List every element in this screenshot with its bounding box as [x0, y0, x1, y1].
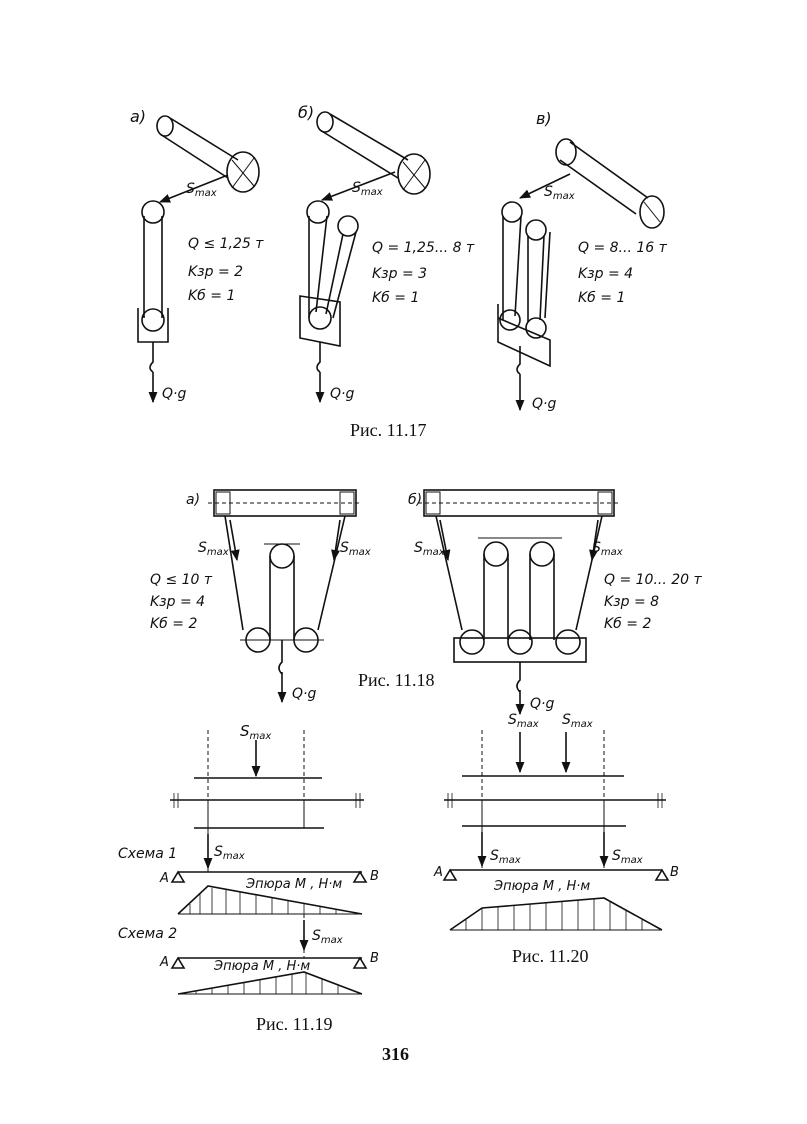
fig-11-17-a: а) Smax Q·g Q ≤ 1,25 т Kзр = 2 Kб = 1: [130, 107, 264, 404]
moment-diagram: [177, 885, 363, 915]
force-label: Smax: [352, 180, 383, 198]
force-label-left: Smax: [490, 848, 521, 866]
top-force-label-2: Smax: [562, 712, 593, 730]
scheme-1: Схема 1 Smax A B Эпюра M , Н·м: [118, 834, 379, 915]
param-kzr: Kзр = 4: [150, 594, 205, 610]
load-label: Q·g: [330, 386, 354, 402]
support-a: A: [433, 865, 443, 880]
param-q: Q = 10... 20 т: [604, 572, 703, 588]
figure-caption: Рис. 11.17: [350, 420, 426, 440]
load-label: Q·g: [162, 386, 186, 402]
support-b: B: [670, 865, 679, 880]
figure-11-19: Smax Схема 1 Smax A B Эпюра M , Н·м: [118, 722, 379, 1034]
load-label: Q·g: [530, 696, 554, 712]
figure-caption: Рис. 11.19: [256, 1014, 332, 1034]
figure-caption: Рис. 11.18: [358, 670, 434, 690]
param-kb: Kб = 1: [578, 290, 625, 306]
load-label: Q·g: [292, 686, 316, 702]
panel-label: а): [130, 107, 146, 126]
upper-pulley: [141, 200, 165, 224]
equalizer-pulley: [269, 543, 295, 569]
param-kzr: Kзр = 4: [578, 266, 633, 282]
top-force-label: Smax: [240, 722, 271, 742]
param-kb: Kб = 2: [150, 616, 197, 632]
fig-11-18-b: б) Smax Smax Q·g Q = 10... 20: [408, 489, 703, 716]
support-a: A: [159, 955, 169, 970]
panel-label: б): [408, 492, 422, 508]
scheme-label: Схема 2: [118, 926, 177, 942]
lower-pulley: [141, 308, 165, 332]
drum: [555, 138, 665, 229]
param-kzr: Kзр = 3: [372, 266, 427, 282]
param-kb: Kб = 2: [604, 616, 651, 632]
fig-11-18-a: а) Smax Smax Q·g Q ≤ 10 т Kзр = 4 Kб = 2: [150, 489, 371, 704]
force-label-right: Smax: [592, 540, 623, 558]
support-b: B: [370, 951, 379, 966]
force-label: Smax: [312, 928, 343, 946]
figure-11-17: а) Smax Q·g Q ≤ 1,25 т Kзр = 2 Kб = 1: [130, 103, 668, 440]
panel-label: б): [298, 103, 314, 122]
force-label: Smax: [186, 181, 217, 199]
force-label-left: Smax: [198, 540, 229, 558]
force-label: Smax: [214, 844, 245, 862]
figure-11-18: а) Smax Smax Q·g Q ≤ 10 т Kзр = 4 Kб = 2: [150, 489, 703, 716]
param-kb: Kб = 1: [188, 288, 235, 304]
force-label-right: Smax: [612, 848, 643, 866]
force-label: Smax: [544, 184, 575, 202]
diagram-label: Эпюра M , Н·м: [213, 959, 310, 974]
param-q: Q = 8... 16 т: [578, 240, 668, 256]
page-number: 316: [382, 1044, 409, 1064]
support-a: A: [159, 871, 169, 886]
force-label-right: Smax: [340, 540, 371, 558]
param-kb: Kб = 1: [372, 290, 419, 306]
fig-11-17-b: б) Smax Q·g Q = 1,25... 8 т Kзр = 3: [298, 103, 475, 404]
force-label-left: Smax: [414, 540, 445, 558]
panel-label: а): [186, 492, 200, 508]
diagram-label: Эпюра M , Н·м: [245, 877, 342, 892]
param-q: Q = 1,25... 8 т: [372, 240, 475, 256]
param-kzr: Kзр = 8: [604, 594, 659, 610]
param-kzr: Kзр = 2: [188, 264, 243, 280]
scheme-label: Схема 1: [118, 846, 177, 862]
load-label: Q·g: [532, 396, 556, 412]
top-force-label-1: Smax: [508, 712, 539, 730]
fig-11-17-c: в) Smax Q·g Q = 8... 16 т Kзр = 4: [497, 109, 668, 412]
diagram-label: Эпюра M , Н·м: [493, 879, 590, 894]
param-q: Q ≤ 10 т: [150, 572, 213, 588]
panel-label: в): [536, 109, 552, 128]
figure-caption: Рис. 11.20: [512, 946, 588, 966]
drum: [316, 111, 431, 195]
hook-block: [453, 637, 587, 663]
drum: [156, 115, 260, 193]
moment-diagram: [177, 971, 363, 995]
scheme-2: Схема 2 Smax A B Эпюра M , Н·м: [118, 914, 379, 995]
figure-11-20: Smax Smax Smax Smax A B Эпюра M , Н·м: [433, 712, 679, 966]
param-q: Q ≤ 1,25 т: [188, 236, 264, 252]
support-b: B: [370, 869, 379, 884]
